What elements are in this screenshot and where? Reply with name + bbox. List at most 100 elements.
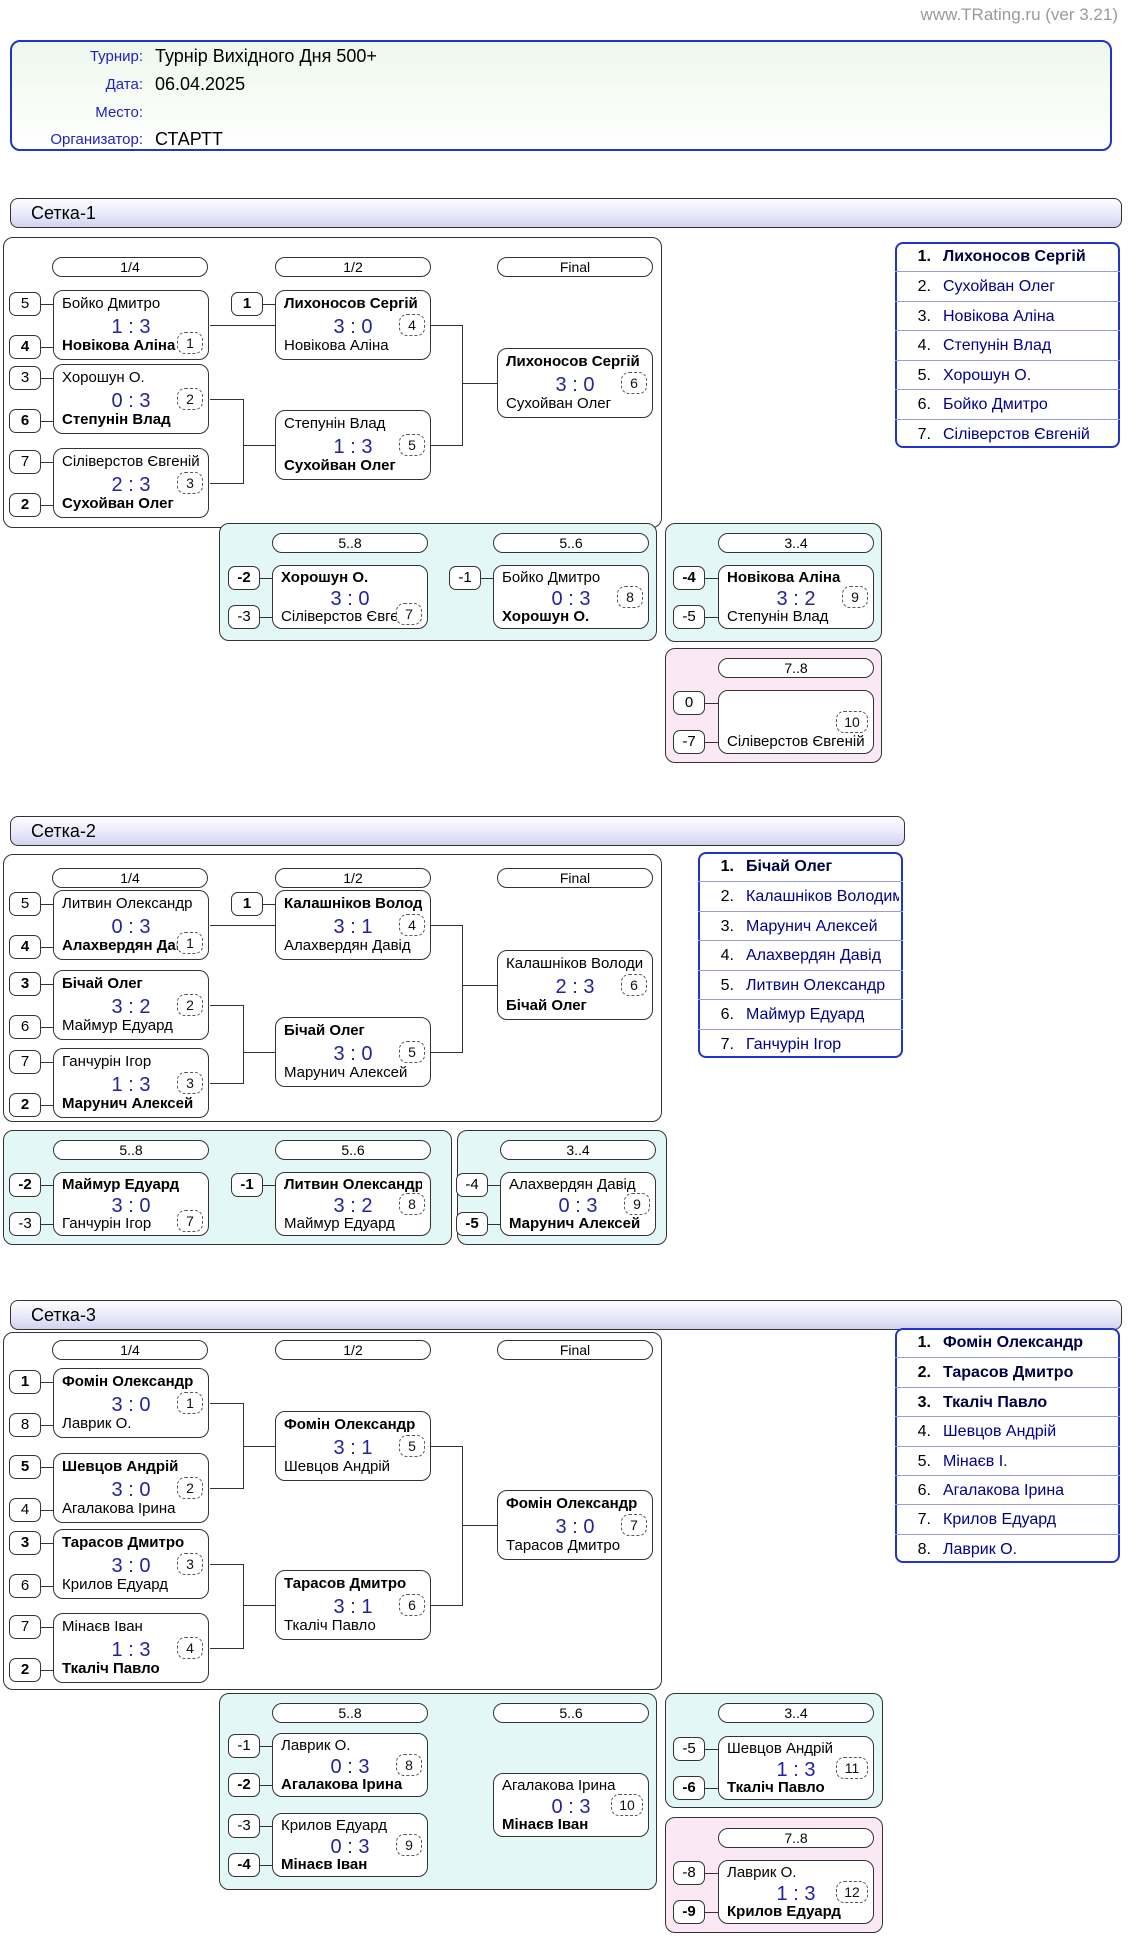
match-score: 1 : 3 [111,316,151,338]
connector-line [462,1446,463,1606]
standings-row: 6.Бойко Дмитро [895,389,1120,418]
standings-pos: 2. [720,888,734,906]
seed-box: 3 [9,972,41,996]
connector-line [260,1865,272,1866]
connector-line [41,1510,53,1511]
player-bottom: Мінаєв Іван [281,1856,368,1873]
connector-line [705,578,718,579]
player-top: Фомін Олександр [62,1373,194,1390]
connector-line [263,904,275,905]
player-top: Тарасов Дмитро [284,1575,407,1592]
match-number: 12 [836,1881,868,1903]
connector-line [705,1912,718,1913]
connector-line [263,1185,275,1186]
player-bottom: Ткаліч Павло [62,1660,160,1677]
standings-pos: 4. [720,947,734,965]
connector-line [462,325,463,446]
tournament-info-panel [10,40,1112,151]
player-bottom: Сіліверстов Євгеній [727,733,865,750]
round-pill: 1/2 [275,868,431,888]
player-top: Фомін Олександр [284,1416,416,1433]
player-top: Хорошун О. [62,369,145,386]
seed-box: 2 [9,1093,41,1117]
connector-line [430,325,462,326]
connector-line [430,1605,462,1606]
match-score: 3 : 1 [333,916,373,938]
seed-box: 6 [9,1574,41,1598]
player-bottom: Степунін Влад [62,411,171,428]
match-score: 0 : 3 [111,390,151,412]
connector-line [41,505,53,506]
seed-box: 2 [9,1658,41,1682]
seed-box: 7 [9,450,41,474]
player-top: Степунін Влад [284,415,386,432]
player-bottom: Новікова Аліна [284,337,389,354]
connector-line [705,1788,718,1789]
player-bottom: Тарасов Дмитро [506,1537,621,1554]
player-top: Литвин Олександр [62,895,193,912]
player-top: Алахвердян Давід [509,1176,636,1193]
standings-name: Тарасов Дмитро [943,1364,1074,1382]
connector-line [210,1648,243,1649]
connector-line [243,1564,244,1649]
player-top: Маймур Едуард [62,1176,180,1193]
match-number: 7 [177,1210,203,1232]
match-number: 11 [836,1757,868,1779]
connector-line [243,445,275,446]
standings-pos: 5. [917,1452,931,1470]
player-bottom: Марунич Алексей [284,1064,408,1081]
match-number: 8 [399,1193,425,1215]
seed-box: 5 [9,292,41,316]
connector-line [260,617,272,618]
connector-line [210,1488,243,1489]
seed-box: -5 [456,1212,488,1236]
standings-pos: 5. [720,976,734,994]
match-number: 4 [399,314,425,336]
player-top: Литвин Олександр [284,1176,422,1193]
standings-name: Ганчурін Ігор [746,1035,842,1053]
round-pill: 5..6 [493,533,649,553]
match-number: 4 [399,914,425,936]
standings-pos: 6. [720,1006,734,1024]
connector-line [41,1062,53,1063]
standings-pos: 2. [917,278,931,296]
match-score: 0 : 3 [111,916,151,938]
match-score: 3 : 1 [333,1437,373,1459]
match-number: 10 [611,1794,643,1816]
seed-box: 6 [9,1015,41,1039]
match-number: 1 [177,332,203,354]
standings-row: 7.Сіліверстов Євгеній [895,418,1120,448]
player-bottom: Крилов Едуард [62,1576,169,1593]
match-score: 3 : 2 [111,996,151,1018]
standings-pos: 8. [917,1540,931,1558]
player-bottom: Агалакова Ірина [62,1500,176,1517]
standings-pos: 2. [917,1364,931,1382]
match-score: 3 : 2 [776,588,816,610]
connector-line [488,1185,500,1186]
match-number: 3 [177,472,203,494]
site-link[interactable]: www.TRating.ru (ver 3.21) [920,5,1118,24]
connector-line [243,1446,275,1447]
seed-box: -4 [673,566,705,590]
connector-line [462,383,497,384]
player-bottom: Бічай Олег [506,997,587,1014]
match-number: 10 [836,711,868,733]
player-bottom: Ганчурін Ігор [62,1215,152,1232]
match-score: 1 : 3 [776,1883,816,1905]
seed-box: -9 [673,1900,705,1924]
player-top: Крилов Едуард [281,1817,388,1834]
seed-box: -2 [228,566,260,590]
standings-name: Марунич Алексей [746,917,878,935]
connector-line [41,1627,53,1628]
seed-box: -5 [673,1737,705,1761]
standings-row: 7.Ганчурін Ігор [698,1028,903,1058]
match-number: 7 [396,603,422,625]
connector-line [41,947,53,948]
seed-box: 5 [9,892,41,916]
match-number: 8 [617,586,643,608]
connector-line [41,904,53,905]
player-bottom: Ткаліч Павло [727,1779,825,1796]
match-number: 2 [177,994,203,1016]
match-score: 3 : 1 [333,1596,373,1618]
match-score: 3 : 0 [111,1195,151,1217]
